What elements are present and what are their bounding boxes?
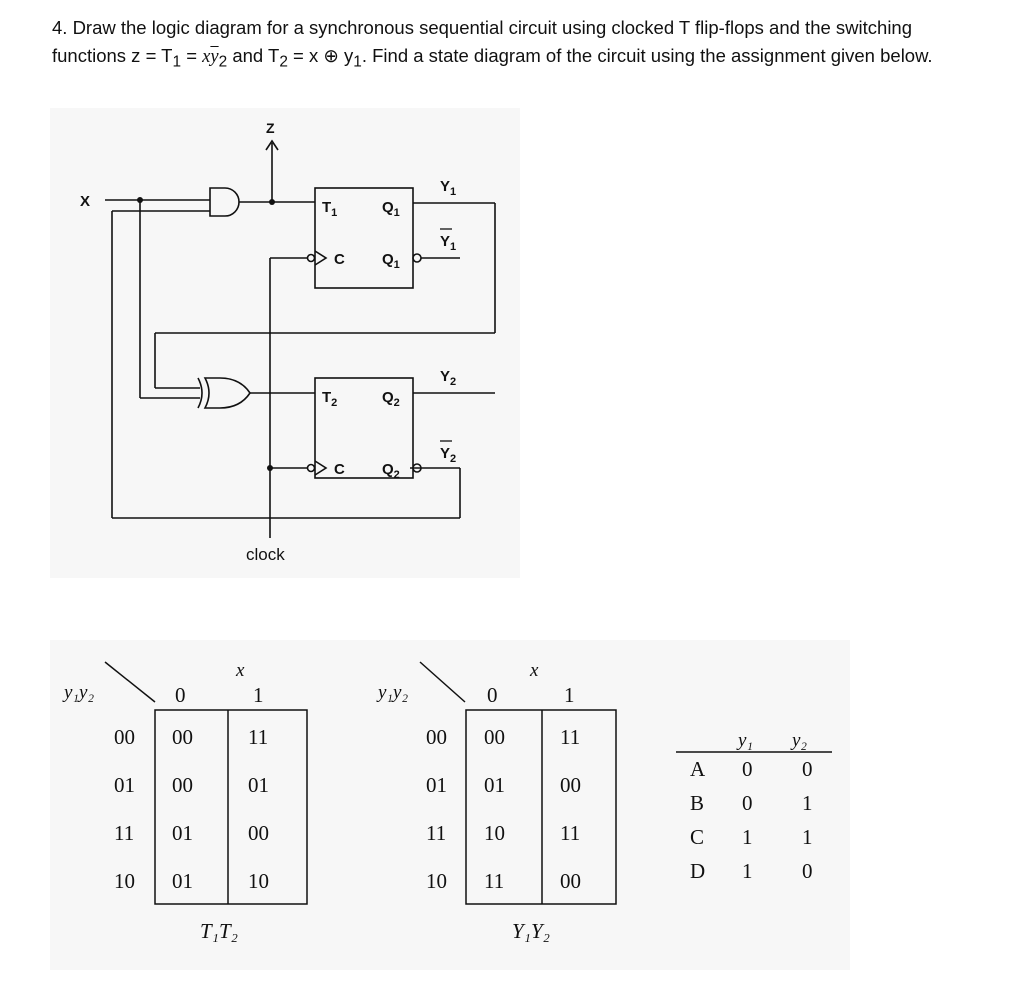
question-part: . Find a state diagram of the circuit us… [361, 45, 933, 66]
clock-label: clock [246, 545, 285, 564]
table2-col-header: x [529, 660, 539, 681]
table1-cell: 01 [248, 773, 269, 797]
ff2-q-label: Q2 [382, 389, 400, 409]
table1-cell: 00 [172, 773, 193, 797]
table2-row-header: y₁y₂ [376, 682, 408, 703]
table1-cell: 10 [248, 869, 269, 893]
y1-label: Y1 [440, 178, 456, 198]
assignment-state: A [690, 757, 706, 781]
table2-cell: 00 [484, 725, 505, 749]
assignment-y2: 0 [802, 859, 813, 883]
table2-state: 00 [426, 725, 447, 749]
question-part: and T [227, 45, 280, 66]
table1-state: 00 [114, 725, 135, 749]
table2-caption: Y₁Y₂ [512, 919, 550, 943]
assignment-header-y2: y₂ [790, 730, 807, 751]
assignment-y2: 1 [802, 825, 813, 849]
table1-row-header: y₁y₂ [62, 682, 94, 703]
ff1-q-label: Q1 [382, 199, 400, 219]
ff2-c-label: C [334, 461, 345, 478]
table1-col-header: x [235, 660, 245, 681]
output-z-label: Z [266, 120, 275, 136]
assignment-y2: 0 [802, 757, 813, 781]
table-y1y2: x y₁y₂ 0 1 00 00 11 01 01 00 11 10 11 10… [376, 660, 617, 943]
table1-cell: 11 [248, 725, 268, 749]
tables-area: x y₁y₂ 0 1 00 00 11 01 00 01 11 01 00 10… [50, 640, 850, 970]
y2-label: Y2 [440, 368, 456, 388]
assignment-state: B [690, 791, 704, 815]
table1-caption: T₁T₂ [200, 919, 238, 943]
question-part: = [181, 45, 203, 66]
question-part: = x ⊕ y [287, 45, 354, 66]
table2-cell: 10 [484, 821, 505, 845]
subscript: 1 [353, 53, 362, 71]
table2-cell: 00 [560, 869, 581, 893]
table1-state: 10 [114, 869, 135, 893]
ff2-t-label: T2 [322, 389, 337, 409]
table-t1t2: x y₁y₂ 0 1 00 00 11 01 00 01 11 01 00 10… [62, 660, 308, 943]
logic-diagram: X Z clock T1 Q1 C Q1 Y1 Y1 T2 Q2 C Q2 Y2… [50, 108, 520, 578]
table1-state: 11 [114, 821, 134, 845]
y1bar-label: Y1 [440, 233, 456, 253]
table1-cell: 01 [172, 869, 193, 893]
subscript: 2 [279, 53, 288, 71]
assignment-y2: 1 [802, 791, 813, 815]
table2-cell: 01 [484, 773, 505, 797]
assignment-header-y1: y₁ [736, 730, 753, 751]
table2-col-1: 1 [564, 683, 575, 707]
table2-cell: 11 [560, 821, 580, 845]
assignment-state: C [690, 825, 704, 849]
table1-cell: 01 [172, 821, 193, 845]
table2-cell: 11 [484, 869, 504, 893]
ff2-qbar-label: Q2 [382, 461, 400, 481]
subscript: 1 [172, 53, 182, 71]
assignment-y1: 0 [742, 757, 753, 781]
table2-cell: 11 [560, 725, 580, 749]
ff1-t-label: T1 [322, 199, 337, 219]
state-assignment-table: y₁ y₂ A 0 0 B 0 1 C 1 1 D 1 0 [676, 730, 832, 883]
assignment-state: D [690, 859, 705, 883]
table2-col-0: 0 [487, 683, 498, 707]
subscript: 2 [218, 53, 228, 71]
input-x-label: X [80, 193, 90, 210]
question-part: 4. Draw the logic diagram for a synchron… [52, 17, 913, 66]
math-y-bar: y [210, 47, 219, 67]
table1-state: 01 [114, 773, 135, 797]
table1-cell: 00 [172, 725, 193, 749]
assignment-y1: 1 [742, 859, 753, 883]
assignment-y1: 0 [742, 791, 753, 815]
table2-state: 11 [426, 821, 446, 845]
question-text: 4. Draw the logic diagram for a synchron… [52, 14, 982, 77]
ff1-c-label: C [334, 251, 345, 268]
ff1-qbar-label: Q1 [382, 251, 400, 271]
table2-cell: 00 [560, 773, 581, 797]
y2bar-label: Y2 [440, 445, 456, 465]
table1-col-0: 0 [175, 683, 186, 707]
table2-state: 10 [426, 869, 447, 893]
table1-col-1: 1 [253, 683, 264, 707]
table1-cell: 00 [248, 821, 269, 845]
table2-state: 01 [426, 773, 447, 797]
math-x: x [202, 47, 211, 67]
assignment-y1: 1 [742, 825, 753, 849]
